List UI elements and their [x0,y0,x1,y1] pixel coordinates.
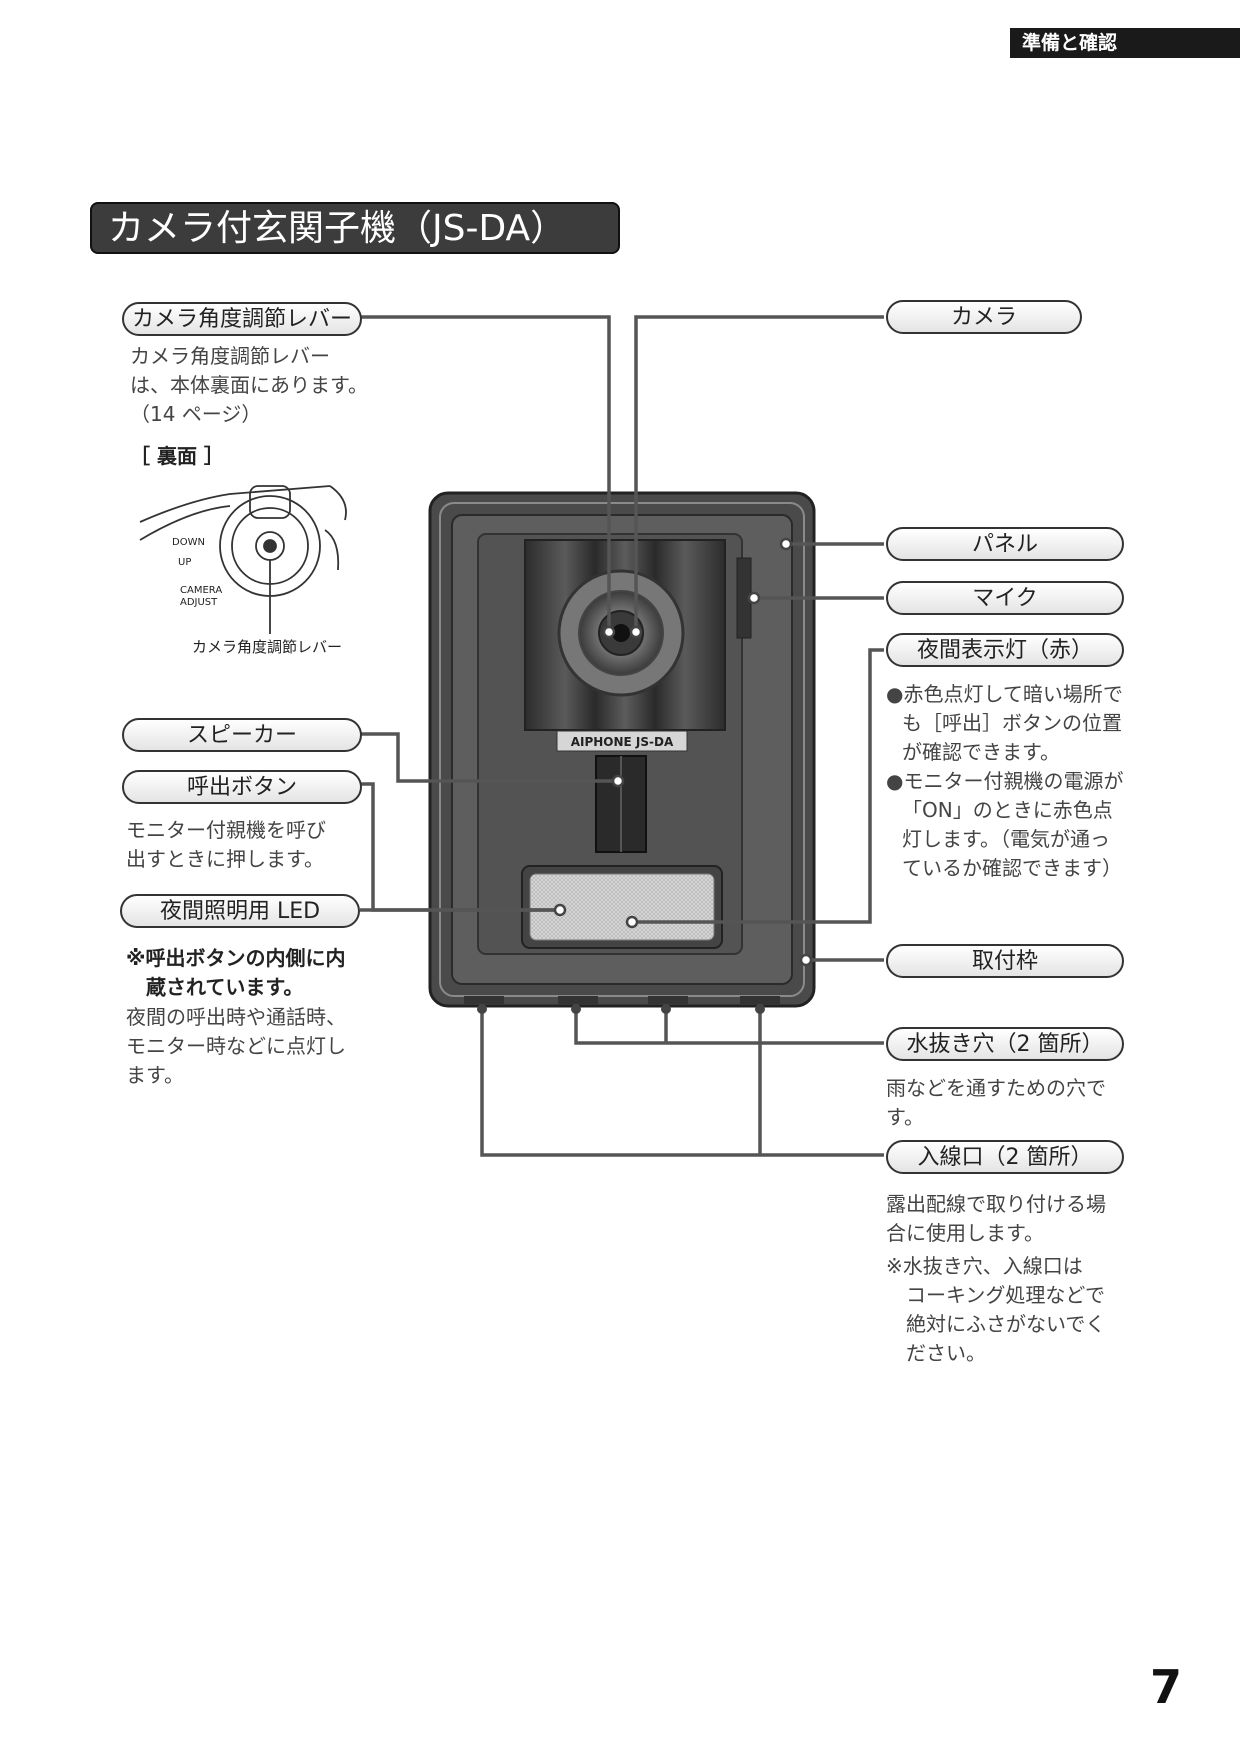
label-lever: カメラ角度調節レバー [122,302,362,336]
section-tab: 準備と確認 [1010,28,1240,58]
desc-night-indicator: ●赤色点灯して暗い場所で も［呼出］ボタンの位置 が確認できます。 ●モニター付… [886,682,1124,880]
note-inlet: ※水抜き穴、入線口は コーキング処理などで 絶対にふさがないでく ださい。 [886,1254,1106,1365]
desc-drain: 雨などを通すための穴で す。 [886,1076,1106,1129]
label-night-led: 夜間照明用 LED [120,894,360,928]
desc-inlet: 露出配線で取り付ける場 合に使用します。 [886,1192,1106,1245]
label-inlet: 入線口（2 箇所） [886,1140,1124,1174]
back-view-sketch [139,485,347,634]
section-title: カメラ付玄関子機（JS-DA） [90,202,620,254]
note-night-led: ※呼出ボタンの内側に内 蔵されています。 [126,946,346,999]
back-view-label: ［ 裏面 ］ [130,444,224,468]
label-mic: マイク [886,581,1124,615]
label-camera: カメラ [886,300,1082,334]
svg-text:UP: UP [178,557,191,568]
label-frame: 取付枠 [886,944,1124,978]
desc-night-led: 夜間の呼出時や通話時、 モニター時などに点灯し ます。 [126,1005,346,1087]
desc-call-button: モニター付親機を呼び 出すときに押します。 [126,818,326,871]
brand-label: AIPHONE JS-DA [571,735,674,749]
label-call-button: 呼出ボタン [122,770,362,804]
svg-text:CAMERA: CAMERA [180,585,222,596]
label-panel: パネル [886,527,1124,561]
svg-text:DOWN: DOWN [172,537,205,548]
desc-lever: カメラ角度調節レバー は、本体裏面にあります。 （14 ページ） [130,344,368,426]
back-view-caption: カメラ角度調節レバー [192,638,343,656]
page-number: 7 [1150,1660,1183,1714]
back-view-marks: DOWN UP CAMERA ADJUST [172,537,222,608]
label-drain: 水抜き穴（2 箇所） [886,1027,1124,1061]
label-speaker: スピーカー [122,718,362,752]
svg-text:ADJUST: ADJUST [180,597,218,608]
label-night-indicator: 夜間表示灯（赤） [886,633,1124,667]
